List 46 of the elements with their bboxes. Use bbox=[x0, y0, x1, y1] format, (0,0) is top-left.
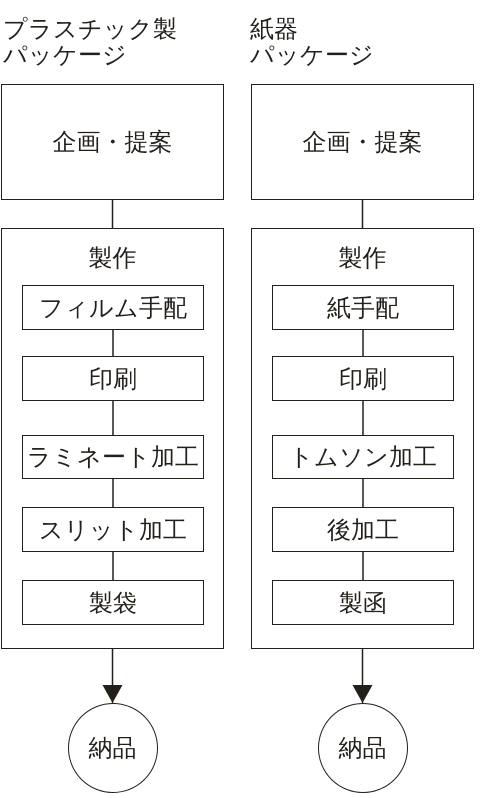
step-text: 企画・提案 bbox=[52, 128, 172, 156]
end-circle bbox=[68, 703, 158, 793]
process-box bbox=[22, 580, 204, 625]
process-box bbox=[22, 285, 204, 330]
process-box bbox=[22, 507, 204, 552]
step-text: ラミネート加工 bbox=[27, 443, 199, 471]
arrow bbox=[102, 649, 122, 703]
group-title: 製作 bbox=[88, 244, 136, 272]
group-box bbox=[251, 228, 474, 649]
connector-line bbox=[362, 552, 364, 580]
step-text: トムソン加工 bbox=[289, 443, 437, 471]
column-heading: プラスチック製パッケージ bbox=[3, 16, 177, 68]
step-text: 製函 bbox=[339, 588, 387, 616]
connector-line bbox=[112, 552, 114, 580]
connector-line bbox=[112, 330, 114, 356]
connector-line bbox=[362, 479, 364, 507]
group-title: 製作 bbox=[338, 244, 386, 272]
process-box bbox=[251, 84, 474, 200]
connector-line bbox=[362, 401, 364, 435]
step-text: 製袋 bbox=[89, 588, 137, 616]
connector-line bbox=[362, 330, 364, 356]
step-text: フィルム手配 bbox=[39, 294, 187, 322]
step-text: スリット加工 bbox=[39, 516, 187, 544]
group-box bbox=[1, 228, 224, 649]
column-heading: 紙器パッケージ bbox=[250, 16, 374, 68]
process-box bbox=[272, 435, 454, 479]
process-box bbox=[1, 84, 224, 200]
process-box bbox=[272, 507, 454, 552]
step-text: 企画・提案 bbox=[302, 128, 422, 156]
step-text: 紙手配 bbox=[327, 294, 399, 322]
step-text: 印刷 bbox=[89, 364, 137, 392]
process-box bbox=[272, 285, 454, 330]
connector-line bbox=[112, 200, 114, 228]
step-text: 納品 bbox=[88, 734, 136, 762]
connector-line bbox=[112, 401, 114, 435]
connector-line bbox=[112, 479, 114, 507]
process-box bbox=[22, 356, 204, 401]
connector-line bbox=[362, 200, 364, 228]
process-box bbox=[22, 435, 204, 479]
process-box bbox=[272, 356, 454, 401]
step-text: 納品 bbox=[338, 734, 386, 762]
end-circle bbox=[318, 703, 408, 793]
process-box bbox=[272, 580, 454, 625]
step-text: 印刷 bbox=[339, 364, 387, 392]
arrow bbox=[352, 649, 372, 703]
step-text: 後加工 bbox=[327, 516, 399, 544]
